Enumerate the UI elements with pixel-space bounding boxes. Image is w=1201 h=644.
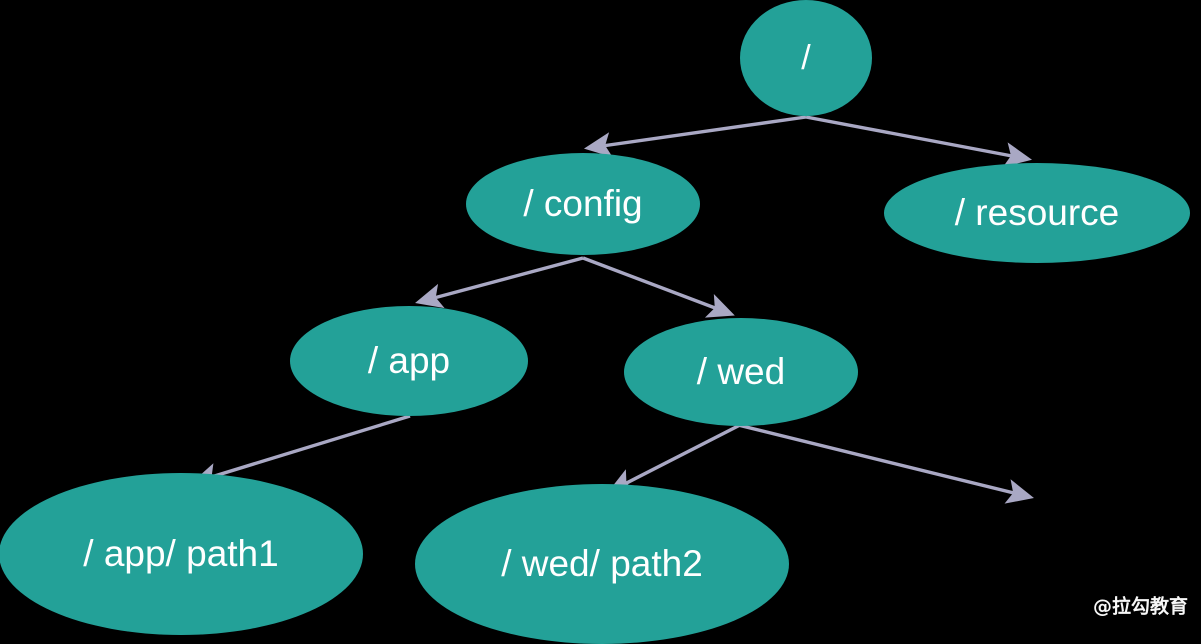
edge-root-to-resource — [805, 115, 1033, 168]
edge-config-to-app — [415, 256, 584, 309]
node-app-path1-shape[interactable] — [0, 473, 363, 635]
node-wed-path2-label: / wed/ path2 — [501, 543, 703, 584]
node-app[interactable]: / app — [290, 306, 528, 416]
node-resource-shape[interactable] — [884, 163, 1190, 263]
edge-layer — [191, 115, 1034, 504]
node-resource[interactable]: / resource — [884, 163, 1190, 263]
node-app-path1-label: / app/ path1 — [83, 533, 278, 574]
node-config[interactable]: / config — [466, 153, 700, 255]
watermark: @拉勾教育 — [1093, 595, 1188, 618]
node-wed-shape[interactable] — [624, 318, 858, 426]
node-app-label: / app — [368, 340, 450, 381]
node-wed-label: / wed — [697, 351, 785, 392]
node-wed[interactable]: / wed — [624, 318, 858, 426]
node-root-shape[interactable] — [740, 0, 872, 116]
node-wed-path2-shape[interactable] — [415, 484, 789, 644]
edge-wed-to-wed-path2 — [607, 423, 741, 493]
node-resource-label: / resource — [955, 192, 1120, 233]
node-config-label: / config — [523, 183, 642, 224]
node-app-path1[interactable]: / app/ path1 — [0, 473, 363, 635]
node-config-shape[interactable] — [466, 153, 700, 255]
node-root[interactable]: / — [740, 0, 872, 116]
edge-config-to-wed — [582, 256, 735, 318]
edge-root-to-config — [583, 115, 807, 158]
node-app-shape[interactable] — [290, 306, 528, 416]
node-wed-path2[interactable]: / wed/ path2 — [415, 484, 789, 644]
edge-wed-to-unlabeled — [737, 423, 1034, 504]
edge-app-to-app-path1 — [191, 414, 411, 488]
node-root-label: / — [801, 39, 811, 77]
